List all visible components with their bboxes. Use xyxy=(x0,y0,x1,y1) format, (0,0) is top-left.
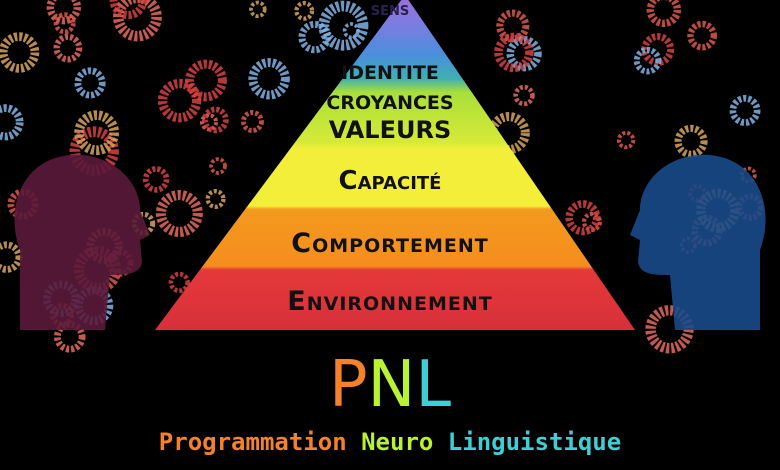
left-head-silhouette xyxy=(14,154,151,330)
gear-icon xyxy=(298,20,331,54)
gear-icon xyxy=(109,0,148,20)
subtitle-linguistique: Linguistique xyxy=(447,428,622,456)
gear-icon xyxy=(565,200,601,236)
subtitle-programmation: Programmation xyxy=(158,428,347,456)
gear-icon xyxy=(142,166,170,193)
gear-icon xyxy=(0,32,40,73)
gear-icon xyxy=(674,124,708,158)
gear-icon xyxy=(646,0,682,28)
gear-icon xyxy=(53,12,76,35)
gear-icon xyxy=(513,84,535,107)
gear-icon xyxy=(209,157,227,175)
level-sens: SENS xyxy=(370,4,410,19)
subtitle-neuro: Neuro xyxy=(361,428,434,456)
subtitle: Programmation Neuro Linguistique xyxy=(0,428,780,456)
title-n: N xyxy=(367,348,416,422)
level-croyances: CROYANCES xyxy=(326,92,454,114)
pyramid xyxy=(155,0,635,330)
gear-icon xyxy=(633,46,662,75)
gear-icon xyxy=(740,166,757,184)
gear-icon xyxy=(687,20,718,51)
level-identite: IDENTITE xyxy=(341,62,439,84)
gear-icon xyxy=(131,211,156,236)
title-p: P xyxy=(328,348,368,422)
pnl-title: PNL xyxy=(0,350,780,420)
gear-icon xyxy=(53,33,83,63)
gear-icon xyxy=(240,110,264,134)
gear-icon xyxy=(205,189,226,210)
gear-icon xyxy=(155,190,203,237)
gear-icon xyxy=(168,271,190,294)
gear-icon xyxy=(74,110,120,156)
gear-icon xyxy=(729,95,761,126)
gear-icon xyxy=(185,59,227,102)
gear-icon xyxy=(318,0,369,51)
gear-icon xyxy=(616,130,636,150)
gear-icon xyxy=(113,0,162,42)
gear-icon xyxy=(46,0,82,25)
level-capacite: Capacité xyxy=(338,166,442,196)
level-comportement: Comportement xyxy=(291,228,489,259)
gear-icon xyxy=(74,67,106,99)
gear-icon xyxy=(0,241,23,273)
gear-icon xyxy=(249,0,267,19)
level-valeurs: VALEURS xyxy=(328,116,452,144)
title-l: L xyxy=(415,348,452,422)
right-head-silhouette xyxy=(630,154,766,330)
gear-icon xyxy=(294,0,315,21)
gear-icon xyxy=(201,106,229,134)
gear-icon xyxy=(157,78,202,123)
gear-icon xyxy=(494,32,534,73)
gear-icon xyxy=(0,104,24,141)
level-environnement: Environnement xyxy=(287,286,493,317)
gear-icon xyxy=(506,36,542,72)
gear-icon xyxy=(248,58,290,100)
